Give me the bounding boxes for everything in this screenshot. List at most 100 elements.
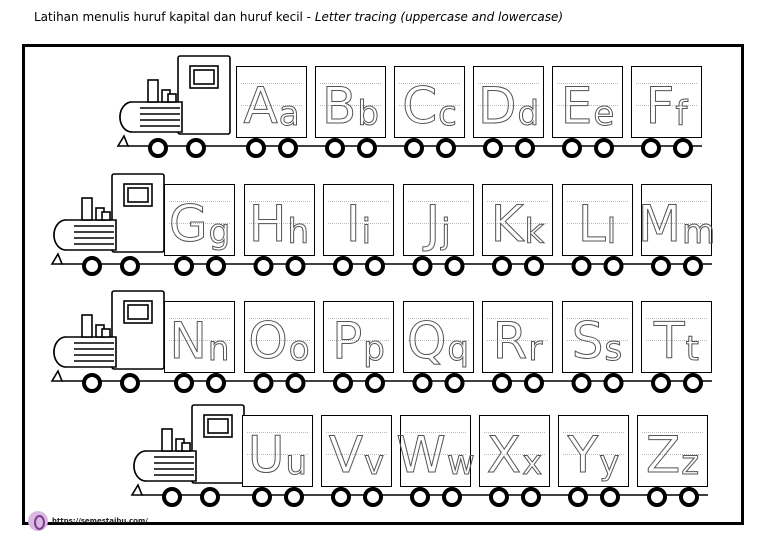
guide-line [478, 105, 539, 106]
lowercase-letter: n [207, 329, 230, 369]
wheel-icon [673, 138, 693, 158]
lowercase-letter: d [517, 94, 540, 134]
guide-line [566, 318, 628, 319]
wheel-icon [285, 373, 306, 393]
lowercase-letter: g [208, 212, 231, 252]
guide-line [247, 432, 308, 433]
wheel-icon [284, 487, 304, 507]
uppercase-letter: J [425, 195, 441, 253]
wheel-icon [331, 487, 351, 507]
wheel-icon [333, 373, 353, 393]
wheel-icon [647, 487, 667, 507]
guide-line [248, 318, 310, 319]
footer: https://semestaibu.com/ [28, 511, 148, 531]
guide-line [169, 340, 230, 341]
uppercase-letter: B [322, 77, 357, 135]
guide-line [169, 318, 230, 319]
wheel-icon [651, 256, 671, 276]
guide-line [478, 83, 539, 84]
train-engine-icon [50, 173, 165, 265]
semestaibu-logo-icon [28, 511, 48, 531]
uppercase-letter: E [560, 77, 593, 135]
lowercase-letter: e [593, 94, 615, 134]
wheel-icon [562, 138, 582, 158]
wheel-icon [594, 138, 614, 158]
uppercase-letter: W [396, 426, 446, 484]
wheel-icon [253, 373, 274, 393]
train-engine-icon [116, 55, 231, 147]
guide-line [566, 223, 628, 224]
guide-line [563, 432, 624, 433]
guide-line [487, 223, 548, 224]
wheel-icon [515, 138, 535, 158]
lowercase-letter: l [606, 212, 617, 252]
train-engine-icon [130, 404, 245, 496]
guide-line [566, 201, 628, 202]
wheel-icon [442, 487, 462, 507]
uppercase-letter: N [169, 312, 207, 370]
wheel-icon [82, 256, 102, 276]
wheel-icon [333, 256, 353, 276]
wheel-icon [571, 373, 592, 393]
uppercase-letter: Y [567, 426, 599, 484]
train-engine-icon [50, 290, 165, 382]
guide-line [241, 83, 302, 84]
wheel-icon [600, 487, 620, 507]
uppercase-letter: F [645, 77, 675, 135]
lowercase-letter: q [447, 329, 470, 369]
lowercase-letter: c [438, 94, 458, 134]
lowercase-letter: w [446, 443, 475, 483]
guide-line [646, 201, 707, 202]
guide-line [247, 454, 308, 455]
guide-line [248, 201, 310, 202]
wheel-icon [206, 256, 226, 276]
guide-line [563, 454, 624, 455]
wheel-icon [524, 256, 544, 276]
guide-line [169, 201, 230, 202]
title-indonesian: Latihan menulis huruf kapital dan huruf … [34, 10, 315, 24]
wheel-icon [436, 138, 456, 158]
wheel-icon [683, 373, 703, 393]
footer-url: https://semestaibu.com/ [52, 517, 148, 525]
uppercase-letter: C [402, 77, 438, 135]
uppercase-letter: T [654, 312, 686, 370]
guide-line [636, 105, 697, 106]
guide-line [320, 105, 381, 106]
worksheet-frame [22, 44, 744, 525]
guide-line [484, 454, 545, 455]
lowercase-letter: k [524, 212, 545, 252]
wheel-icon [412, 373, 433, 393]
guide-line [646, 340, 707, 341]
wheel-icon [492, 256, 512, 276]
guide-line [636, 83, 697, 84]
wheel-icon [120, 256, 140, 276]
uppercase-letter: M [637, 195, 681, 253]
guide-line [407, 340, 469, 341]
wheel-icon [365, 373, 385, 393]
wheel-icon [489, 487, 509, 507]
uppercase-letter: S [571, 312, 604, 370]
lowercase-letter: i [361, 212, 372, 252]
